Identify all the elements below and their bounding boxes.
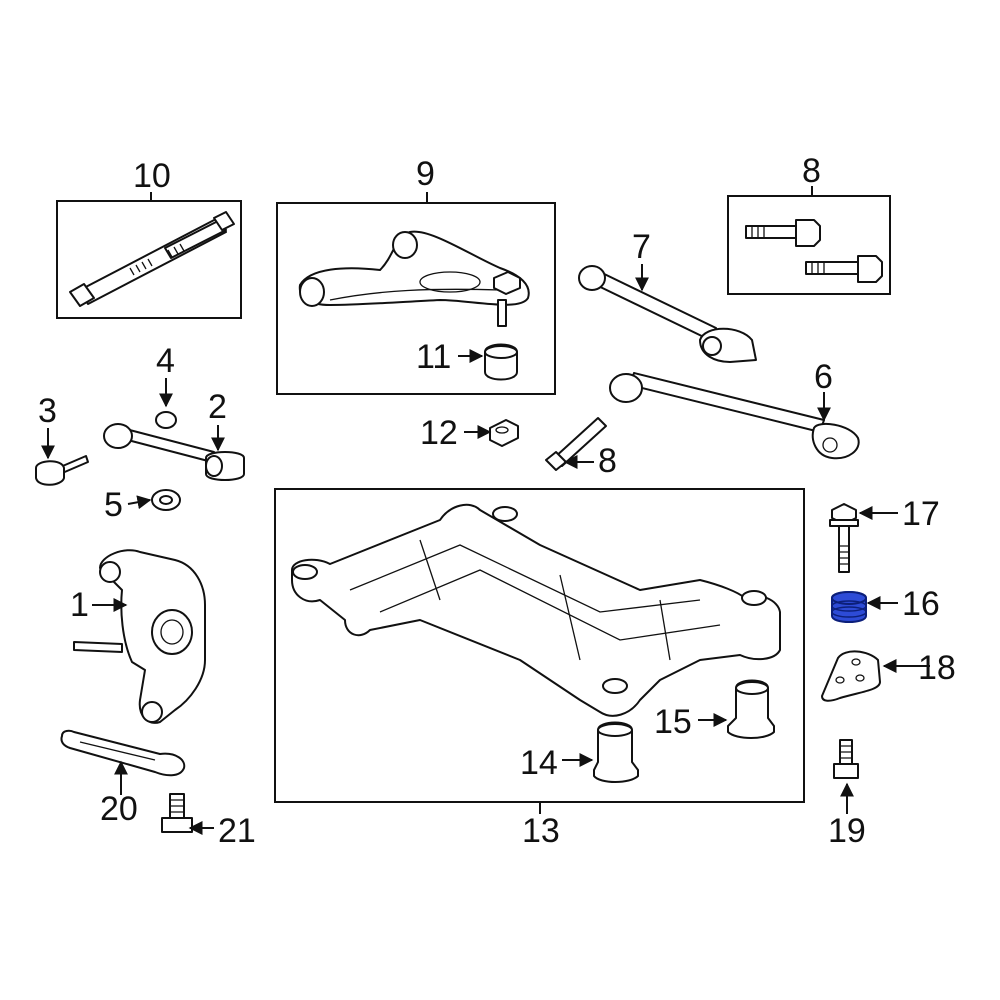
lateral-link-7[interactable] [578, 265, 757, 363]
callout-3: 3 [38, 392, 57, 430]
callout-5: 5 [104, 486, 123, 524]
callout-1: 1 [70, 586, 89, 624]
frame-8 [727, 195, 891, 295]
callout-14: 14 [520, 744, 558, 782]
frame-9 [276, 202, 556, 395]
callout-7: 7 [632, 228, 651, 266]
callout-2: 2 [208, 388, 227, 426]
callout-21: 21 [218, 812, 256, 850]
callout-19: 19 [828, 812, 866, 850]
callout-10: 10 [133, 157, 171, 195]
callout-8-box: 8 [802, 152, 821, 190]
callout-20: 20 [100, 790, 138, 828]
bushing-11[interactable] [484, 343, 518, 381]
bushing-15[interactable] [727, 679, 775, 739]
bolt-21[interactable] [161, 793, 193, 833]
washer-4[interactable] [155, 411, 177, 429]
bushing-16-highlighted[interactable] [831, 591, 867, 623]
callout-11: 11 [416, 338, 451, 376]
bushing-14[interactable] [593, 721, 639, 783]
subframe-13[interactable] [291, 503, 781, 717]
leader-arrows [41, 264, 930, 835]
bolt-10-group[interactable] [69, 211, 235, 307]
callout-16: 16 [902, 585, 940, 623]
cam-bolt-3[interactable] [35, 455, 89, 486]
bracket-18[interactable] [821, 650, 881, 702]
callout-labels: 10 9 8 7 6 4 3 2 5 11 12 8 1 17 16 18 15… [38, 152, 956, 850]
bracket-20[interactable] [60, 729, 186, 777]
bolt-17[interactable] [829, 503, 859, 573]
bolt-19[interactable] [833, 739, 859, 779]
callout-9: 9 [416, 155, 435, 193]
callout-12: 12 [420, 414, 458, 452]
callout-17: 17 [902, 495, 940, 533]
lateral-link-6[interactable] [609, 372, 860, 460]
callout-6: 6 [814, 358, 833, 396]
callout-15: 15 [654, 703, 692, 741]
bolt-8-box[interactable] [745, 219, 883, 283]
washer-5[interactable] [151, 489, 181, 511]
frame-10 [56, 200, 242, 319]
nut-12[interactable] [489, 419, 519, 447]
callout-18: 18 [918, 649, 956, 687]
callout-13: 13 [522, 812, 560, 850]
callout-4: 4 [156, 342, 175, 380]
knuckle-1[interactable] [73, 549, 206, 724]
upper-control-arm-9[interactable] [298, 230, 530, 327]
lower-link-2[interactable] [103, 423, 245, 481]
callout-8-loose: 8 [598, 442, 617, 480]
